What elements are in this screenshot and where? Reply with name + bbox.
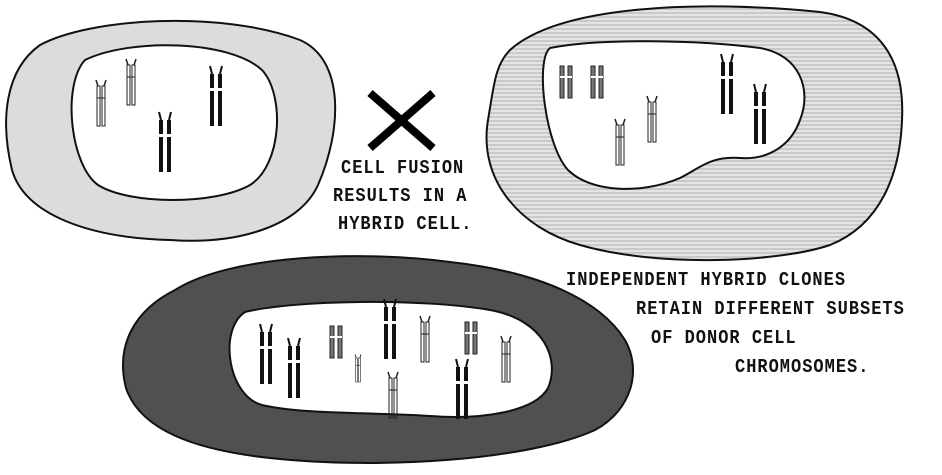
clones-caption-line-3: OF DONOR CELL <box>651 328 797 350</box>
fusion-caption-line-2: RESULTS IN A <box>333 186 467 208</box>
cross-icon <box>370 93 433 148</box>
parent-cell-a <box>6 21 335 241</box>
hybrid-nucleus <box>230 302 552 417</box>
clones-caption-line-4: CHROMOSOMES. <box>735 357 869 379</box>
parent-cell-b <box>487 6 903 260</box>
clones-caption-line-1: INDEPENDENT HYBRID CLONES <box>566 270 846 292</box>
clones-caption-line-2: RETAIN DIFFERENT SUBSETS <box>636 299 905 321</box>
fusion-caption-line-1: CELL FUSION <box>341 158 464 180</box>
fusion-caption-line-3: HYBRID CELL. <box>338 214 472 236</box>
hybrid-cell <box>123 256 633 463</box>
